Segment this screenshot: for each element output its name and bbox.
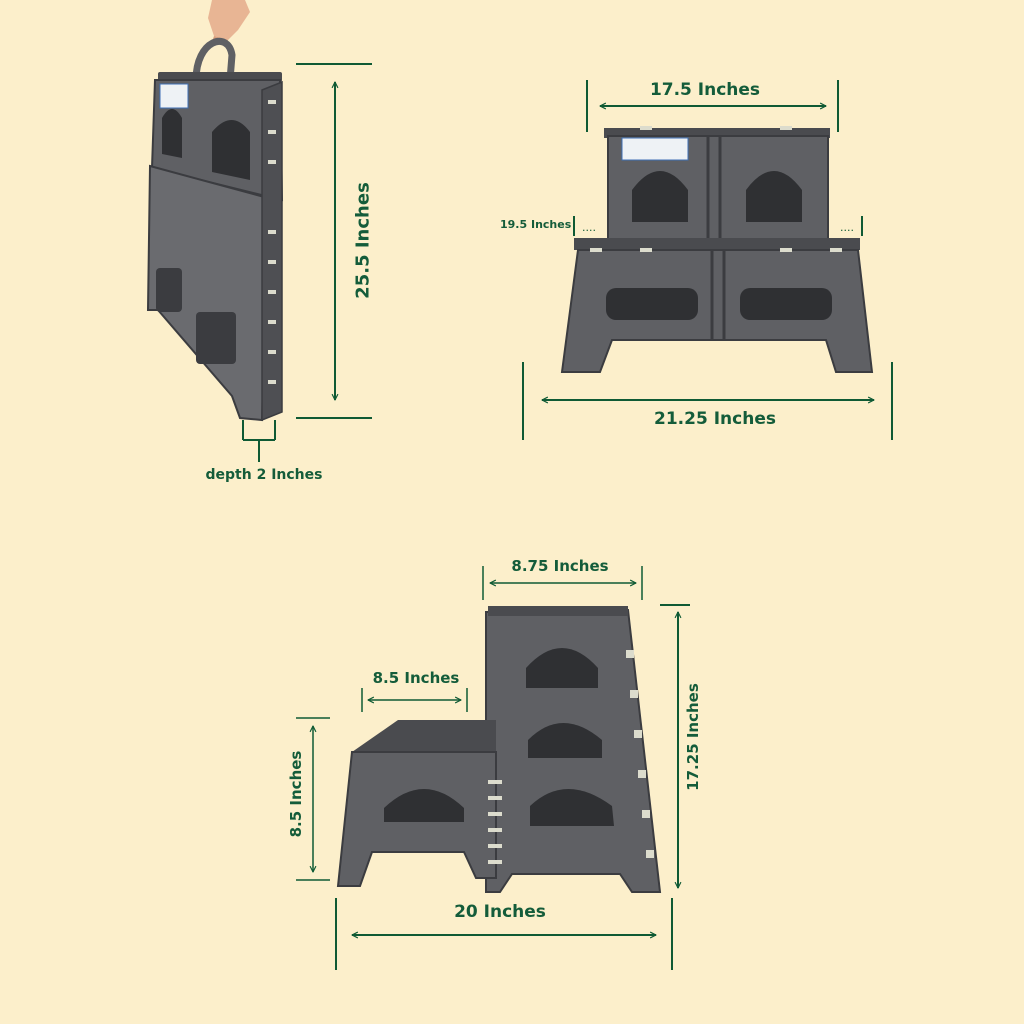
front-base-width-dimension [522, 362, 893, 440]
side-total-height-dimension [660, 604, 690, 888]
side-step-height-label: 8.5 Inches [287, 750, 305, 838]
top-platform [604, 128, 830, 138]
leg-slot [156, 268, 182, 312]
handle-cutout [528, 723, 602, 758]
folded-stool-view [146, 0, 284, 422]
leg-slot [196, 312, 236, 364]
handle-cutout [632, 171, 688, 222]
hinge-marks [268, 100, 276, 384]
hinge-marks [590, 126, 842, 252]
side-base-depth-dimension [335, 898, 673, 970]
side-base-depth-label: 20 Inches [454, 902, 546, 922]
front-top-width-label: 17.5 Inches [649, 80, 761, 100]
lower-platform [574, 238, 860, 250]
front-base-width-label: 21.25 Inches [654, 409, 776, 429]
front-top-width-dimension [586, 80, 839, 132]
handle-cutout [162, 109, 182, 158]
side-total-height-label: 17.25 Inches [684, 683, 702, 791]
folded-side-edge [261, 80, 283, 422]
folded-height-dimension [296, 63, 372, 419]
product-label [621, 137, 689, 161]
side-step-height-dimension [296, 717, 330, 881]
stool-handle [192, 37, 236, 84]
product-label [159, 83, 189, 109]
dots-marker: .... [840, 221, 854, 234]
lower-step-body [560, 249, 874, 373]
hinge-marks [488, 650, 654, 864]
leg-slot [740, 288, 832, 320]
side-top-depth-dimension [482, 566, 643, 600]
dots-marker: .... [582, 221, 596, 234]
handle-cutout [212, 120, 250, 180]
handle-cutout [526, 648, 598, 688]
side-top-depth-label: 8.75 Inches [511, 557, 609, 575]
folded-height-label: 25.5 Inches [352, 182, 374, 299]
side-step-depth-label: 8.5 Inches [372, 669, 460, 687]
lower-step-top [352, 720, 496, 752]
front-step-height-dimension [573, 216, 863, 236]
side-stool-view [336, 606, 662, 893]
leg-slot [606, 288, 698, 320]
leg-slot [384, 789, 464, 822]
front-stool-view [560, 126, 874, 373]
folded-depth-dimension [242, 420, 276, 462]
folded-depth-label: depth 2 Inches [205, 467, 323, 483]
top-platform [488, 606, 628, 616]
side-step-depth-dimension [361, 688, 468, 712]
handle-cutout [746, 171, 802, 222]
handle-cutout [530, 789, 614, 826]
front-step-height-label: 19.5 Inches [500, 218, 572, 231]
